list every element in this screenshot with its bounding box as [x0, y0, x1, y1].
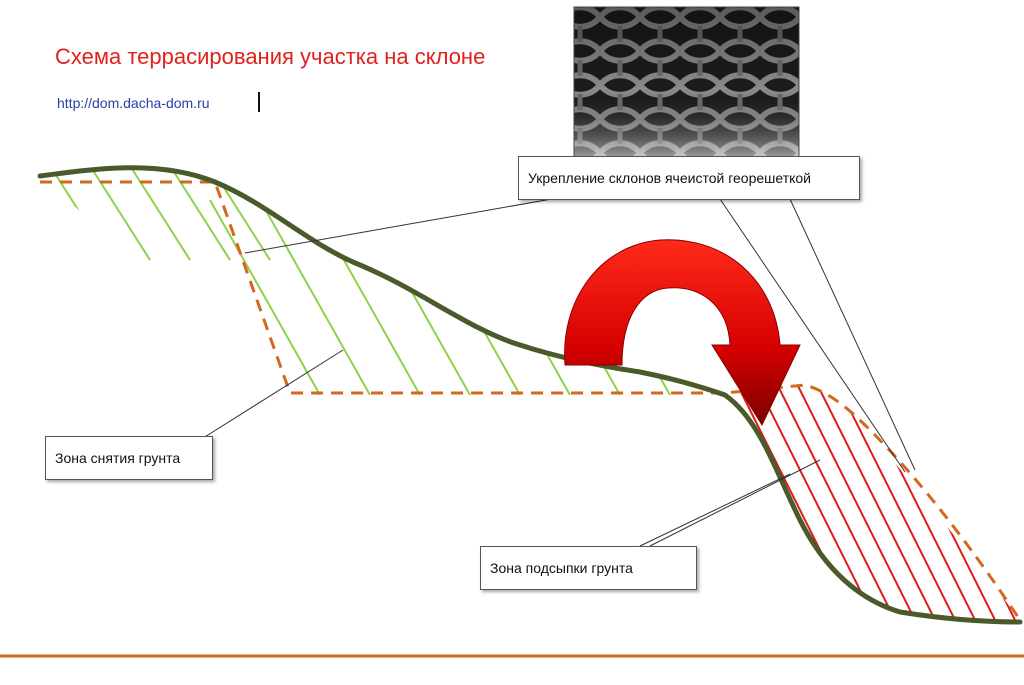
geogrid-callout: Укрепление склонов ячеистой георешеткой	[518, 156, 860, 200]
leader-lines	[200, 194, 915, 546]
curved-arrow-icon	[565, 240, 800, 425]
cut-zone-label: Зона снятия грунта	[55, 450, 180, 466]
geogrid-photo	[574, 7, 799, 157]
geogrid-label: Укрепление склонов ячеистой георешеткой	[528, 170, 811, 186]
fill-zone-callout: Зона подсыпки грунта	[480, 546, 697, 590]
fill-zone-label: Зона подсыпки грунта	[490, 560, 633, 576]
cut-zone-callout: Зона снятия грунта	[45, 436, 213, 480]
